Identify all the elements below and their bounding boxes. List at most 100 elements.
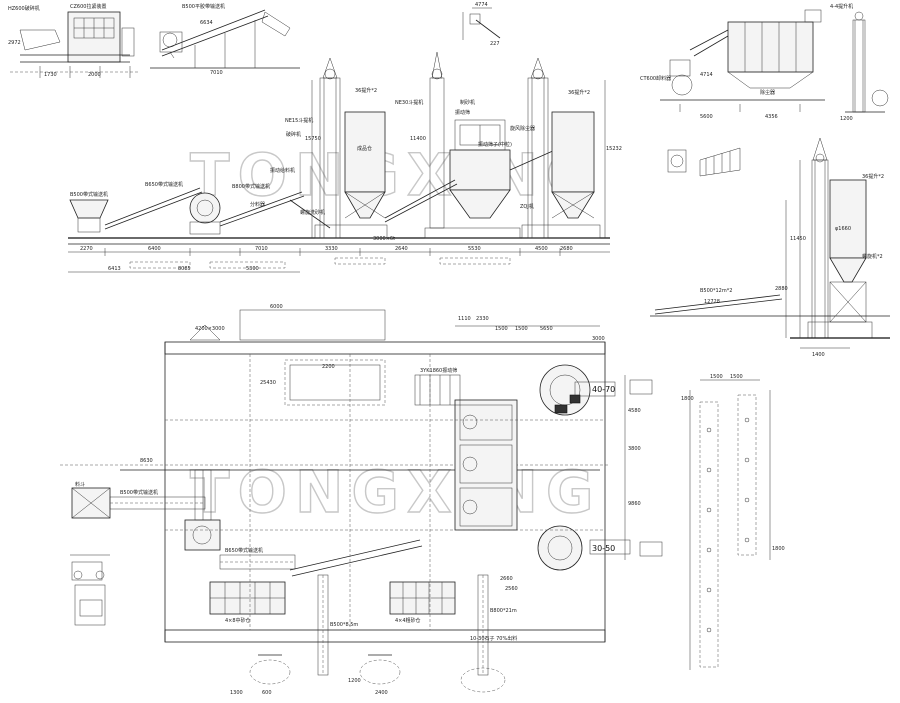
plan-view: 4200×3000 6000 2200 25430 8630 料斗 B500带式… — [60, 304, 663, 696]
svg-text:1200: 1200 — [840, 116, 853, 122]
label-impact-crusher: 破碎机 — [286, 131, 301, 138]
svg-text:6634: 6634 — [200, 20, 213, 26]
detail-conveyor-plan — [667, 147, 741, 177]
plan-conveyor-2: B650带式输送机 — [225, 547, 263, 554]
svg-text:1400: 1400 — [812, 352, 825, 358]
label-conveyor-b650: B650带式输送机 — [145, 181, 183, 188]
svg-text:1500: 1500 — [710, 374, 723, 380]
plan-dim-1500b: 1500 — [515, 326, 528, 332]
dim-11400: 11400 — [410, 136, 426, 142]
svg-text:除尘器: 除尘器 — [760, 89, 775, 96]
svg-text:3000×6t: 3000×6t — [373, 236, 395, 242]
svg-text:11450: 11450 — [790, 236, 806, 242]
dim-6400: 6400 — [148, 246, 161, 252]
dim-7010: 7010 — [255, 246, 268, 252]
plan-dim-2400: 2400 — [375, 690, 388, 696]
svg-text:1500: 1500 — [730, 374, 743, 380]
label-screen: 振动筛 — [455, 109, 470, 116]
svg-text:螺旋洗砂机: 螺旋洗砂机 — [300, 209, 325, 216]
dim-2680: 2680 — [560, 246, 573, 252]
dim-15232: 15232 — [606, 146, 622, 152]
svg-text:CT600卸料器: CT600卸料器 — [640, 75, 671, 82]
label-hoist-right: 36提升*2 — [568, 89, 590, 96]
plan-dim-5650: 5650 — [540, 326, 553, 332]
watermark-top: TONGXING — [190, 141, 601, 209]
svg-text:CZ600拉紧装置: CZ600拉紧装置 — [70, 3, 106, 10]
svg-text:4356: 4356 — [765, 114, 778, 120]
svg-text:4200×3000: 4200×3000 — [195, 326, 225, 332]
svg-text:2000: 2000 — [88, 72, 101, 78]
plan-bin-1: 4×8中砂仓 — [225, 617, 251, 624]
plan-out-conveyor2: B800*21m — [490, 608, 517, 614]
svg-text:振动筛子(中粒): 振动筛子(中粒) — [478, 141, 512, 148]
svg-text:5600: 5600 — [700, 114, 713, 120]
svg-text:ZQJ机: ZQJ机 — [520, 203, 534, 210]
plan-dim-1110: 1110 — [458, 316, 471, 322]
svg-text:2972: 2972 — [8, 40, 21, 46]
svg-text:7010: 7010 — [210, 70, 223, 76]
plan-dim-1300: 1300 — [230, 690, 243, 696]
label-side-spiral: 螺旋机*2 — [862, 253, 883, 260]
dim-3330: 3330 — [325, 246, 338, 252]
dim-5530: 5530 — [468, 246, 481, 252]
svg-text:HZ600破碎机: HZ600破碎机 — [8, 5, 40, 12]
label-side-conveyor: B500*12m*2 — [700, 288, 732, 294]
dim-6000: 6000 — [270, 304, 283, 310]
svg-text:4774: 4774 — [475, 2, 488, 8]
svg-text:12728: 12728 — [704, 299, 720, 305]
detail-bracket: 4774 227 — [462, 2, 501, 47]
side-elevation: 36提升*2 螺旋机*2 B500*12m*2 φ1660 12728 1400… — [650, 137, 890, 358]
label-sand-maker: 制砂机 — [460, 99, 475, 106]
svg-text:1730: 1730 — [44, 72, 57, 78]
detail-small-hoist: 4-4提升机 1200 — [830, 3, 889, 122]
plan-conveyor-1: B500带式输送机 — [120, 489, 158, 496]
svg-text:分料器: 分料器 — [250, 201, 265, 208]
label-feeder: 振动给料机 — [270, 167, 295, 174]
label-conveyor-b500: B500带式输送机 — [70, 191, 108, 198]
plan-dim-2560: 2560 — [505, 586, 518, 592]
label-bin: 成品仓 — [357, 145, 372, 152]
watermark-bottom: TONGXING — [190, 458, 601, 526]
detail-dust-collector: 5600 4356 CT600卸料器 4714 除尘器 — [640, 9, 825, 120]
svg-text:1800: 1800 — [681, 396, 694, 402]
plan-out-conveyor: B500*8.5m — [330, 622, 358, 628]
label-conveyor-b800: B800带式输送机 — [232, 183, 270, 190]
plan-dim-4580: 4580 — [628, 408, 641, 414]
dim-2270: 2270 — [80, 246, 93, 252]
svg-text:NE15斗提机: NE15斗提机 — [285, 117, 313, 124]
dim-8630: 8630 — [140, 458, 153, 464]
top-callouts: NE15斗提机 振动筛子(中粒) ZQJ机 3000×6t 螺旋洗砂机 分料器 — [250, 117, 534, 242]
detail-inclined-conveyor: B500平胶带输送机 6634 7010 — [150, 3, 300, 76]
dim-6413: 6413 — [108, 266, 121, 272]
detail-truck — [70, 554, 110, 626]
main-elevation: B500带式输送机 B650带式输送机 B800带式输送机 36提升*2 NE3… — [68, 51, 622, 273]
dim-2640: 2640 — [395, 246, 408, 252]
svg-text:φ1660: φ1660 — [835, 226, 851, 232]
plan-size-40-70: 40-70 — [592, 385, 615, 394]
svg-text:4714: 4714 — [700, 72, 713, 78]
plan-size-30-50: 30-50 — [592, 544, 615, 553]
plan-dim-3800: 3800 — [628, 446, 641, 452]
plan-dim-2330: 2330 — [476, 316, 489, 322]
plan-outflow: 10-30石子 70%出料 — [470, 635, 517, 642]
plan-screen: 3YK1860振动筛 — [420, 367, 457, 374]
svg-text:2200: 2200 — [322, 364, 335, 370]
label-cyclone: 旋风除尘器 — [510, 125, 535, 132]
svg-text:4-4提升机: 4-4提升机 — [830, 3, 853, 10]
dim-25430: 25430 — [260, 380, 276, 386]
dim-8085: 8085 — [178, 266, 191, 272]
plan-dim-600: 600 — [262, 690, 272, 696]
label-hopper: 料斗 — [75, 481, 85, 488]
dim-5300: 5300 — [246, 266, 259, 272]
detail-foundation-column: 1500 1500 1800 1800 — [681, 374, 785, 670]
plan-dim-1200: 1200 — [348, 678, 361, 684]
plan-dim-3000: 3000 — [592, 336, 605, 342]
label-side-hoist: 36提升*2 — [862, 173, 884, 180]
label-hoist-mid: NE30斗提机 — [395, 99, 423, 106]
dim-15750: 15750 — [305, 136, 321, 142]
plan-dim-1500a: 1500 — [495, 326, 508, 332]
svg-text:B500平胶带输送机: B500平胶带输送机 — [182, 3, 225, 10]
detail-feeder-screen: HZ600破碎机 CZ600拉紧装置 2972 1730 2000 — [8, 3, 140, 78]
plan-dim-9860: 9860 — [628, 501, 641, 507]
